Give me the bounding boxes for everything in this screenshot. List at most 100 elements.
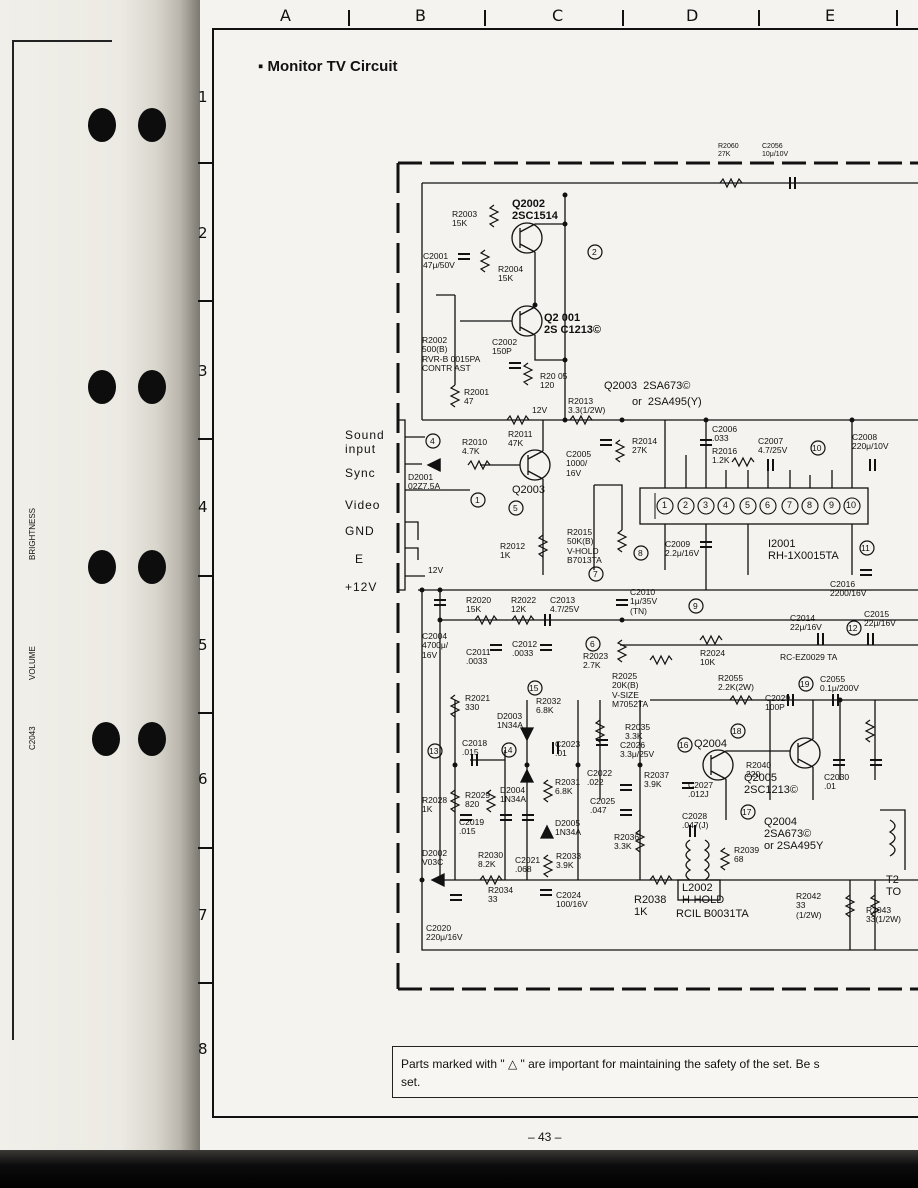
label-c2014: C2014 22μ/16V [790, 613, 822, 633]
label-c2018: C2018 .015 [462, 738, 488, 758]
label-d2004: D2004 1N34A [500, 785, 526, 805]
test-point-14: 14 [503, 745, 513, 755]
label-q2003: Q2003 [512, 484, 546, 496]
column-label: B [415, 6, 426, 25]
label-c2021: C2021 .068 [515, 855, 541, 875]
input-label-e: E [355, 552, 365, 566]
label-r2028: R2028 1K [422, 795, 448, 815]
label-r2035: R2035 3.3K [625, 722, 651, 742]
test-point-9: 9 [693, 601, 698, 611]
label-c2013: C2013 4.7/25V [550, 595, 580, 615]
label-r2020: R2020 15K [466, 595, 492, 615]
label-c2010: C2010 1μ/35V (TN) [630, 587, 658, 616]
label-r2023: R2023 2.7K [583, 651, 609, 671]
test-point-5: 5 [513, 503, 518, 513]
test-point-11: 11 [861, 543, 870, 553]
label-12v: 12V [532, 405, 548, 415]
test-point-6: 6 [590, 639, 595, 649]
label-c2002: C2002 150P [492, 337, 518, 357]
label-c2008: C2008 220μ/10V [852, 432, 889, 452]
sidebar-edge-line [12, 40, 14, 1040]
label-c2004: C2004 4700μ/ 16V [422, 631, 449, 660]
label-r2021: R2021 330 [465, 693, 491, 713]
test-point-1: 1 [475, 495, 480, 505]
row-tick [198, 575, 212, 577]
safety-note-box: Parts marked with " △ " are important fo… [392, 1046, 918, 1098]
binder-hole [138, 550, 166, 584]
label-c2001: C2001 47μ/50V [423, 251, 455, 271]
row-label: 1 [198, 88, 208, 106]
test-point-4: 4 [430, 436, 435, 446]
label-c2020: C2020 220μ/16V [426, 923, 463, 943]
row-tick [198, 162, 212, 164]
frame-left [212, 28, 214, 1118]
label-c2030: C2030 .01 [824, 772, 850, 792]
binder-hole [138, 722, 166, 756]
label-r2004: R2004 15K [498, 264, 524, 284]
ic-pin-1: 1 [662, 500, 668, 510]
row-tick [198, 982, 212, 984]
column-tick [758, 10, 760, 26]
binder-hole [88, 550, 116, 584]
frame-top [212, 28, 918, 30]
sidebar-edge-line [12, 40, 112, 42]
column-label: C [552, 6, 564, 25]
frame-bottom [212, 1116, 918, 1118]
label-r2025: R2025 20K(B) V-SIZE M7052TA [612, 671, 649, 710]
ic-pin-8: 8 [807, 500, 813, 510]
row-label: 4 [198, 498, 208, 516]
label-c2006: C2006 .033 [712, 424, 738, 444]
label-c2007: C2007 4.7/25V [758, 436, 788, 456]
test-point-2: 2 [592, 247, 597, 257]
binder-hole [92, 722, 120, 756]
ic-pin-10: 10 [846, 500, 857, 510]
label-q2004-type: Q2004 2SA673© or 2SA495Y [764, 816, 824, 853]
column-tick [484, 10, 486, 26]
label-r2002: R2002 500(B) RVR-B 0015PA CONTR AST [422, 335, 481, 374]
input-label-sound: Sound input [345, 428, 385, 456]
ic-pin-6: 6 [765, 500, 771, 510]
column-tick [622, 10, 624, 26]
label-l2002: L2002 H-HOLD [682, 882, 725, 907]
row-tick [198, 300, 212, 302]
row-label: 2 [198, 224, 208, 242]
test-point-19: 19 [800, 679, 810, 689]
test-point-17: 17 [742, 807, 752, 817]
title-text: Monitor TV Circuit [267, 58, 398, 75]
label-q2005: Q2005 2SC1213© [744, 772, 798, 797]
ic-pin-7: 7 [787, 500, 793, 510]
row-label: 6 [198, 770, 208, 788]
ic-pin-4: 4 [723, 500, 729, 510]
label-c2019: C2019 .015 [459, 817, 485, 837]
page-title: ▪ Monitor TV Circuit [258, 58, 398, 75]
label-r2032: R2032 6.8K [536, 696, 562, 716]
test-point-13: 13 [429, 746, 439, 756]
label-r2038: R2038 1K [634, 894, 667, 919]
label-c2024: C2024 100/16V [556, 890, 588, 910]
input-label-sync: Sync [345, 466, 376, 480]
ic-pin-9: 9 [829, 500, 835, 510]
row-label: 8 [198, 1040, 208, 1058]
label-q2003-type: Q2003 2SA673© [604, 380, 691, 392]
label-r2013: R2013 3.3(1/2W) [568, 396, 606, 416]
label-r2011: R2011 47K [508, 429, 533, 449]
label-r2022: R2022 12K [511, 595, 537, 615]
label-c2015: C2015 22μ/16V [864, 609, 896, 629]
label-r2015: R2015 50K(B) V-HOLD B7013TA [567, 527, 602, 566]
test-point-15: 15 [529, 683, 539, 693]
row-label: 7 [198, 906, 208, 924]
label-c2022: C2022 .022 [587, 768, 613, 788]
binder-hole [138, 370, 166, 404]
column-label: D [686, 6, 699, 25]
input-label-12v: +12V [345, 580, 378, 594]
label-c2056: C2056 10μ/10V [762, 143, 789, 158]
row-label: 5 [198, 636, 208, 654]
label-r2042: R2042 33 (1/2W) [796, 891, 822, 920]
row-label: 3 [198, 362, 208, 380]
label-r2005: R20 05 120 [540, 371, 568, 391]
label-c2029: C2029 100P [765, 693, 791, 713]
binder-hole [88, 370, 116, 404]
